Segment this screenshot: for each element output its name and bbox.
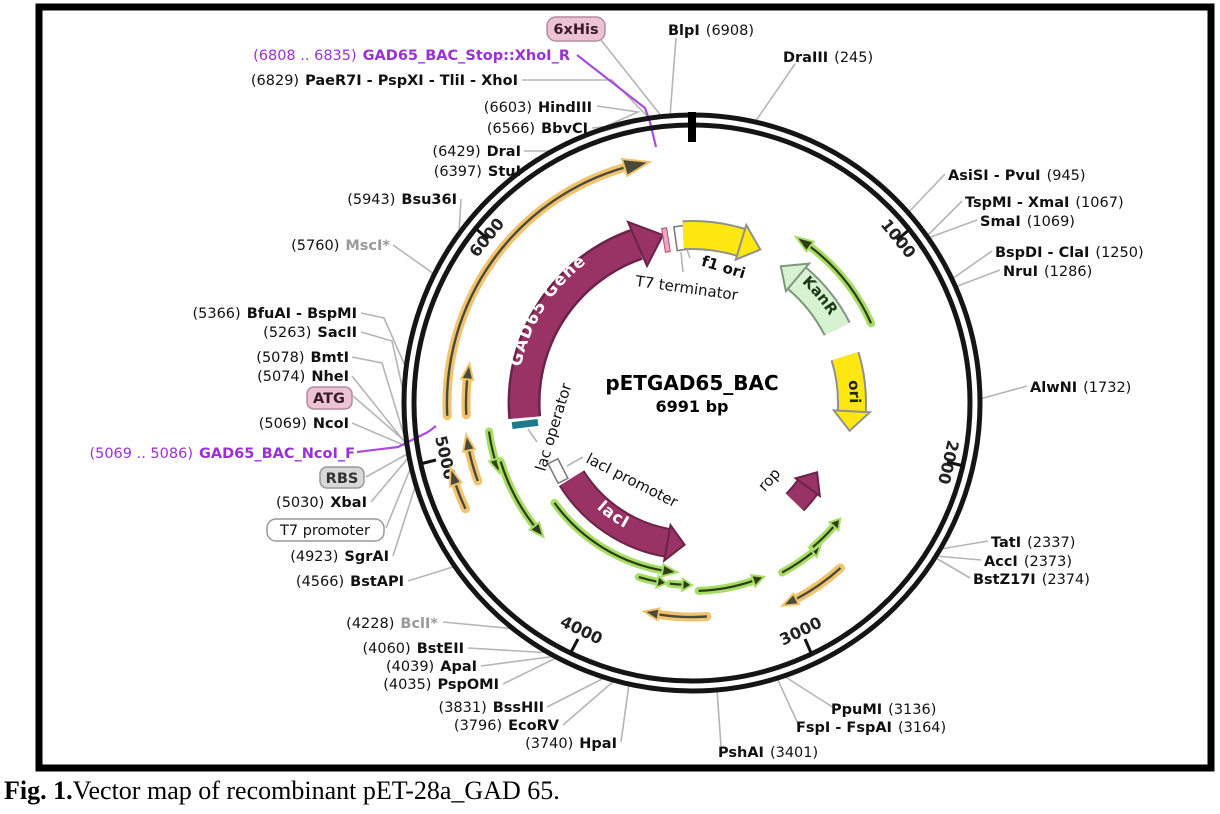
site-label: AlwNI(1732) xyxy=(1030,380,1131,396)
site-label: (5263)SacII xyxy=(263,325,357,341)
origin-tick xyxy=(688,112,696,142)
site-label: (4060)BstEII xyxy=(362,641,464,657)
laci-promoter-mark xyxy=(547,457,569,485)
restriction-sites-right: BlpI(6908) DraIII(245) AsiSI - PvuI(945)… xyxy=(668,23,1144,761)
site-label: (3796)EcoRV xyxy=(454,718,560,734)
site-label: TatI(2337) xyxy=(991,535,1075,551)
plasmid-name: pETGAD65_BAC xyxy=(605,371,778,395)
site-label: (5943)Bsu36I xyxy=(347,192,457,208)
site-label: (5069)NcoI xyxy=(259,416,349,432)
svg-text:ori: ori xyxy=(844,379,863,403)
site-label: PpuMI(3136) xyxy=(831,702,936,718)
primer-label-ncoi-f: (5069 .. 5086)GAD65_BAC_NcoI_F xyxy=(89,446,355,462)
site-label: (5760)MscI* xyxy=(291,238,390,254)
site-label: NruI(1286) xyxy=(1003,264,1092,280)
tag-t7-promoter: T7 promoter xyxy=(279,523,370,539)
site-label: (5078)BmtI xyxy=(256,350,349,366)
site-label: PshAI(3401) xyxy=(718,745,818,761)
callout-lines xyxy=(351,37,1028,747)
tag-boxes: 6xHis ATG RBS T7 promoter xyxy=(266,16,606,542)
site-label: BlpI(6908) xyxy=(668,23,754,39)
site-label: AccI(2373) xyxy=(984,554,1072,570)
site-label: BstZ17I(2374) xyxy=(973,572,1090,588)
tag-rbs: RBS xyxy=(326,471,359,487)
feature-rop: rop xyxy=(754,465,822,512)
bp-ticks xyxy=(419,226,965,656)
site-label: FspI - FspAI(3164) xyxy=(796,720,946,736)
site-label: DraIII(245) xyxy=(783,50,873,66)
site-label: (3831)BssHII xyxy=(439,700,544,716)
site-label: (5074)NheI xyxy=(257,369,349,385)
site-label: (3740)HpaI xyxy=(525,736,617,752)
site-label: (6603)HindIII xyxy=(484,100,592,116)
figure-caption: Fig. 1.Vector map of recombinant pET-28a… xyxy=(4,776,560,806)
feature-label-rop: rop xyxy=(754,465,784,495)
figure-frame xyxy=(35,3,1215,772)
tag-atg: ATG xyxy=(313,391,345,407)
site-label: (4035)PspOMI xyxy=(383,677,499,693)
site-label: (6397)StuI xyxy=(434,164,521,180)
primer-label-stop: (6808 .. 6835)GAD65_BAC_Stop::XhoI_R xyxy=(253,48,570,64)
green-orf-arrows xyxy=(485,235,876,595)
site-label: BspDI - ClaI(1250) xyxy=(995,245,1144,261)
tag-6xhis: 6xHis xyxy=(553,22,598,38)
site-label: TspMI - XmaI(1067) xyxy=(965,195,1124,211)
orange-orf-arrows xyxy=(442,157,845,622)
site-label: SmaI(1069) xyxy=(980,214,1075,230)
lac-operator-mark xyxy=(511,418,539,430)
site-label: (4566)BstAPI xyxy=(296,574,404,590)
site-label: (4039)ApaI xyxy=(386,659,477,675)
site-label: (4228)BclI* xyxy=(346,616,438,632)
site-label: (4923)SgrAI xyxy=(290,549,389,565)
tick-label-3000: 3000 xyxy=(776,613,824,650)
site-label: (5030)XbaI xyxy=(276,495,367,511)
caption-text: Vector map of recombinant pET-28a_GAD 65… xyxy=(72,776,560,805)
restriction-sites-left: (6829)PaeR7I - PspXI - TliI - XhoI (6603… xyxy=(192,73,617,752)
feature-f1-ori xyxy=(682,219,762,262)
site-label: (6829)PaeR7I - PspXI - TliI - XhoI xyxy=(251,73,518,89)
site-label: (5366)BfuAI - BspMI xyxy=(192,306,357,322)
feature-label-ori: ori xyxy=(844,379,863,403)
site-label: (6566)BbvCI xyxy=(487,121,588,137)
feature-kanr: KanR xyxy=(779,262,851,337)
plasmid-size: 6991 bp xyxy=(655,397,728,416)
primer-line-stop xyxy=(576,54,658,148)
feature-ori: ori xyxy=(830,351,873,433)
site-label: AsiSI - PvuI(945) xyxy=(948,168,1086,184)
site-label: (6429)DraI xyxy=(432,144,521,160)
feature-gad65-gene: GAD65 Gene xyxy=(506,220,665,430)
plasmid-backbone-ring xyxy=(401,112,983,694)
caption-label: Fig. 1. xyxy=(4,776,73,805)
tick-label-4000: 4000 xyxy=(557,612,605,649)
